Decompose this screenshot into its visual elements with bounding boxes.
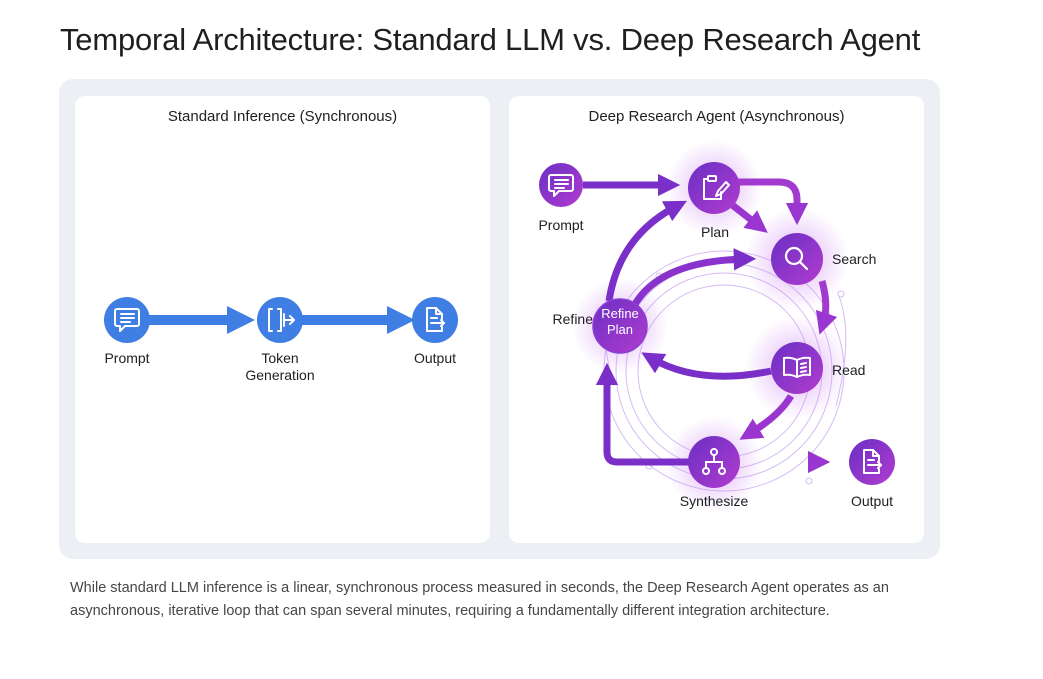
standard-flow-diagram <box>104 297 458 343</box>
arrow-synthesize-to-refine <box>595 362 691 466</box>
hierarchy-tree-icon <box>702 448 726 475</box>
document-export-icon <box>426 307 445 332</box>
standard-inference-panel: Standard Inference (Synchronous) <box>75 96 490 543</box>
open-book-icon <box>783 356 811 378</box>
chat-bubble-icon <box>548 174 574 197</box>
agent-refine-node <box>592 298 648 354</box>
standard-panel-title: Standard Inference (Synchronous) <box>167 108 398 125</box>
standard-output-node <box>412 297 458 343</box>
agent-loop-diagram <box>539 140 895 512</box>
standard-prompt-node <box>104 297 150 343</box>
arrow-plan-to-search-diagonal <box>728 201 768 233</box>
magnifier-icon <box>784 246 809 271</box>
agent-output-node <box>849 439 895 485</box>
agent-search-node <box>771 233 823 285</box>
standard-token-label-line2: Generation <box>245 367 315 383</box>
agent-output-label: Output <box>850 493 894 509</box>
refine-inner-line2: Plan <box>606 322 634 337</box>
agent-refine-label: Refine <box>552 311 593 327</box>
arrow-read-to-synthesize <box>739 394 795 440</box>
refine-inner-line1: Refine <box>601 306 639 321</box>
standard-prompt-label: Prompt <box>104 350 150 366</box>
standard-token-label: Token Generation <box>235 350 325 384</box>
agent-plan-label: Plan <box>700 224 730 240</box>
diagram-caption: While standard LLM inference is a linear… <box>70 580 889 619</box>
agent-read-label: Read <box>832 362 866 378</box>
agent-refine-inner-label: Refine Plan <box>595 306 645 338</box>
page-title: Temporal Architecture: Standard LLM vs. … <box>60 22 921 57</box>
agent-panel-title: Deep Research Agent (Asynchronous) <box>588 108 845 125</box>
agent-search-label: Search <box>832 251 877 267</box>
agent-synthesize-node <box>688 436 740 488</box>
arrow-read-to-refine <box>641 352 772 380</box>
arrow-refine-to-search <box>630 248 757 308</box>
agent-prompt-label: Prompt <box>538 217 584 233</box>
agent-synthesize-label: Synthesize <box>679 493 749 509</box>
arrow-plan-to-search-top <box>737 178 809 226</box>
agent-read-node <box>771 342 823 394</box>
arrow-refine-to-plan <box>605 200 687 302</box>
standard-token-node <box>257 297 303 343</box>
clipboard-edit-icon <box>703 175 730 200</box>
standard-token-label-line1: Token <box>261 350 299 366</box>
agent-plan-node <box>688 162 740 214</box>
arrow-token-to-output <box>300 306 415 334</box>
standard-output-label: Output <box>413 350 457 366</box>
arrow-search-to-read <box>815 280 838 335</box>
deep-research-panel: Deep Research Agent (Asynchronous) <box>509 96 924 543</box>
chat-bubble-icon <box>114 308 140 332</box>
document-export-icon <box>863 449 882 474</box>
token-bracket-arrow-icon <box>268 308 295 332</box>
arrow-prompt-to-token <box>130 306 255 334</box>
agent-prompt-node <box>539 163 583 207</box>
